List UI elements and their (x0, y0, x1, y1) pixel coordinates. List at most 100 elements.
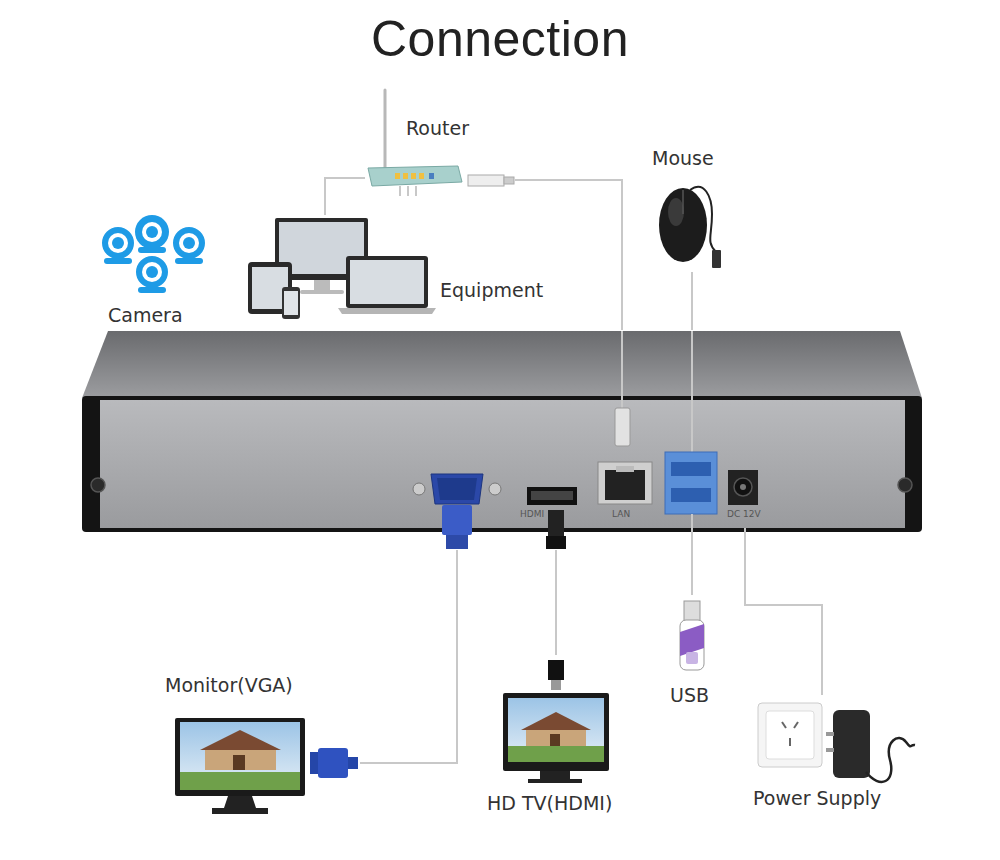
device-label: HD TV(HDMI) (487, 793, 612, 815)
vga-monitor-icon (175, 718, 358, 814)
vga-monitor-icon-part (175, 718, 305, 796)
nvr-recorder-part (691, 331, 693, 452)
nvr-recorder-part (442, 505, 472, 535)
camera-icons-part (112, 237, 124, 249)
nvr-recorder-part (489, 483, 501, 495)
cable-line (555, 550, 557, 655)
nvr-recorder-part (548, 510, 564, 538)
camera-icons-part (146, 226, 158, 238)
nvr-recorder-part (100, 400, 905, 528)
camera-icons-part (142, 222, 162, 242)
device-label: Router (406, 118, 469, 140)
router-icon-part (411, 173, 416, 179)
nvr-recorder-part (598, 462, 652, 504)
cable-line (325, 178, 365, 215)
nvr-recorder-part (546, 536, 566, 549)
power-supply-icon-part (826, 732, 834, 736)
cable-line (360, 550, 457, 763)
nvr-recorder-part (734, 478, 752, 496)
equipment-icons-part (350, 260, 424, 304)
router-icon-part (395, 173, 400, 179)
nvr-recorder-part (531, 491, 573, 500)
equipment-icons-part (314, 280, 330, 290)
mouse-icon-part (668, 198, 684, 226)
cable-line (745, 550, 822, 695)
nvr-recorder-part (744, 528, 746, 550)
router-node: Router (365, 88, 515, 198)
port-label: LAN (612, 509, 630, 519)
nvr-recorder-part (665, 452, 717, 514)
nvr-recorder-part (728, 470, 758, 505)
equipment-icons-part (338, 308, 436, 314)
usb-stick-icon-part (684, 601, 700, 621)
hdtv-icon-part (521, 712, 591, 730)
equipment-icons (248, 218, 436, 319)
power-supply-icon-part (866, 738, 915, 782)
nvr-recorder-part (91, 478, 105, 492)
mouse-icon (659, 187, 721, 268)
camera-icons-part (101, 226, 135, 260)
power-supply-icon-part (833, 710, 870, 778)
router-icon-part (504, 177, 514, 184)
router-icon-part (429, 173, 434, 179)
router-icon-part (368, 166, 462, 186)
usb-node: USB (660, 595, 725, 711)
router-icon (368, 90, 514, 196)
usb-stick-icon (680, 601, 704, 670)
nvr-recorder-part (82, 396, 922, 532)
cable-line (515, 180, 622, 330)
hdtv-icon-part (528, 779, 582, 783)
power-node: Power Supply (748, 695, 923, 815)
hdtv-icon-part (508, 698, 604, 762)
router-icon-part (415, 186, 417, 196)
nvr-recorder-part (413, 483, 425, 495)
usb-stick-icon-part (680, 624, 704, 656)
camera-icons-part (108, 233, 128, 253)
power-supply-icon-part (782, 722, 786, 728)
port-label: HDMI (520, 509, 544, 519)
nvr-recorder-part (671, 488, 711, 502)
power-supply-icon-part (794, 722, 798, 728)
hdtv-node: HD TV(HDMI) (480, 655, 645, 820)
equipment-icons-part (346, 256, 428, 308)
camera-icons-part (172, 226, 206, 260)
device-label: Power Supply (753, 788, 881, 810)
vga-monitor-icon-part (200, 730, 281, 750)
hdtv-icon-part (548, 660, 564, 680)
nvr-recorder-part (621, 331, 623, 410)
nvr-recorder-part (431, 474, 483, 504)
nvr-recorder-part (740, 484, 746, 490)
nvr-node: HDMILANDC 12V (82, 330, 922, 550)
power-supply-icon-part (789, 738, 791, 746)
camera-icons-part (179, 233, 199, 253)
power-supply-icon-part (826, 748, 834, 752)
vga-monitor-icon-part (180, 772, 300, 790)
power-supply-icon-part (766, 711, 814, 759)
cable-line (691, 272, 693, 330)
mouse-node: Mouse (645, 145, 735, 272)
vga-monitor-icon-part (318, 748, 348, 778)
vga-monitor-icon-part (212, 808, 268, 814)
camera-icons-part (135, 255, 169, 289)
usb-stick-icon-part (686, 652, 698, 664)
hdtv-icon-part (551, 680, 561, 690)
nvr-recorder (82, 331, 922, 550)
mouse-icon-part (659, 188, 707, 262)
camera-icons-part (175, 258, 203, 264)
equipment-icons-part (282, 287, 300, 319)
mouse-icon-part (712, 250, 721, 268)
router-icon-part (468, 175, 504, 186)
vga-monitor-icon-part (348, 757, 358, 769)
camera-icons-part (138, 247, 166, 253)
camera-icons-part (142, 262, 162, 282)
device-label: Camera (108, 305, 183, 327)
device-label: Equipment (440, 280, 543, 302)
cable-line (691, 550, 693, 595)
monitor-node: Monitor(VGA) (160, 672, 360, 822)
device-label: Mouse (652, 148, 714, 170)
nvr-recorder-part (671, 462, 711, 476)
router-icon-part (399, 186, 401, 196)
